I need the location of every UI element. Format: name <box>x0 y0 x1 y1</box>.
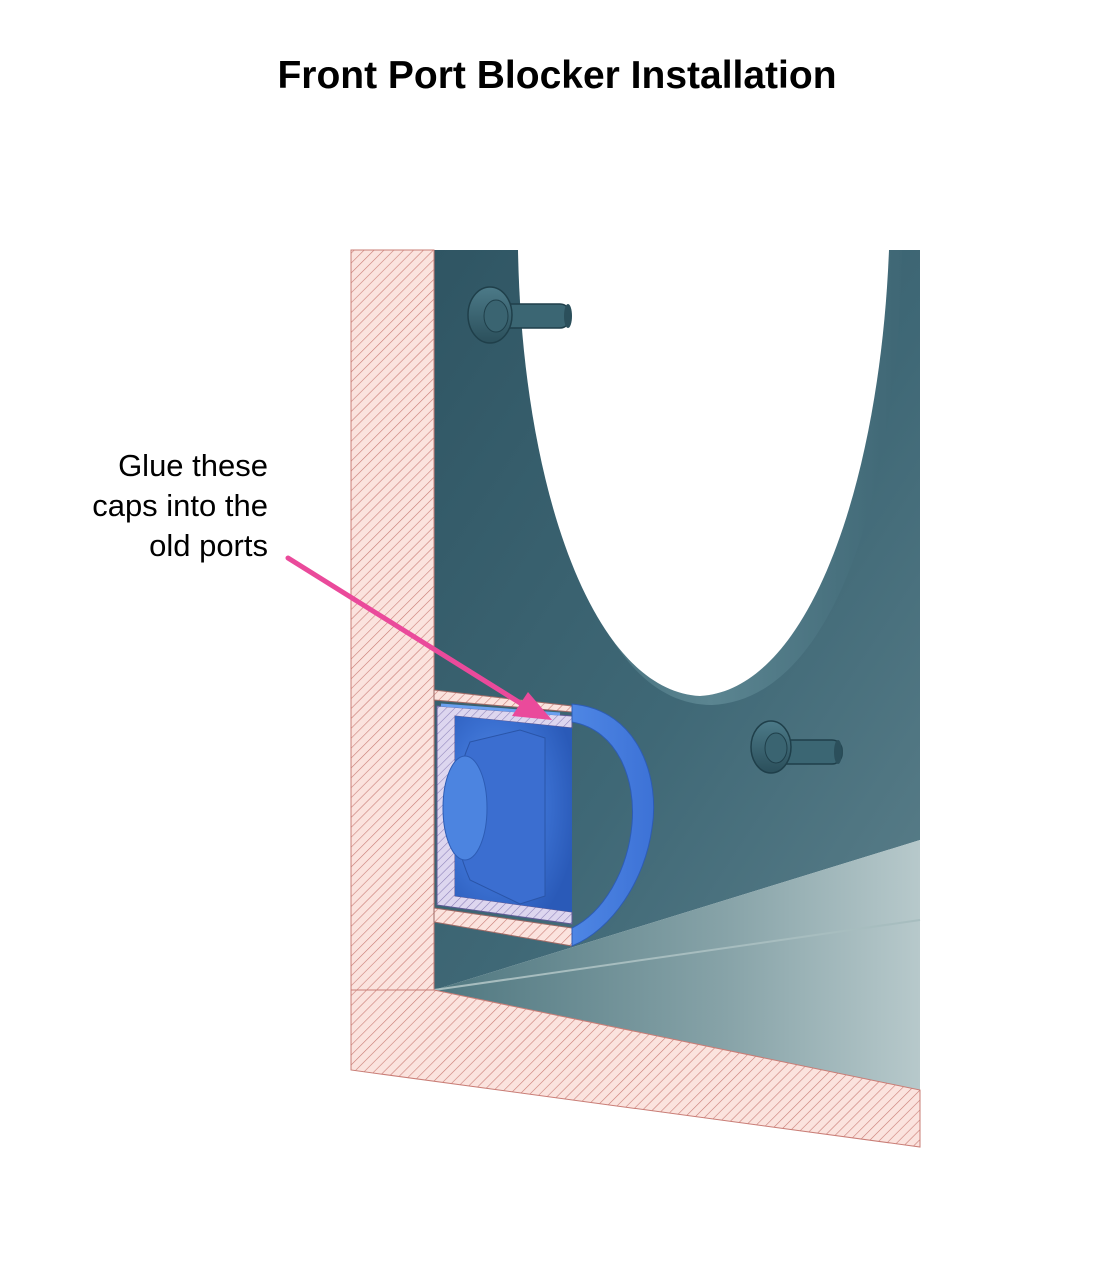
callout-line-1: Glue these <box>118 448 268 483</box>
bolt-icon <box>750 720 843 774</box>
callout-label: Glue these caps into the old ports <box>8 446 268 566</box>
callout-line-3: old ports <box>149 528 268 563</box>
cabinet-floor <box>433 840 921 1090</box>
bolt-icon <box>467 286 572 344</box>
callout-arrow-icon <box>285 555 552 720</box>
diagram-title: Front Port Blocker Installation <box>277 54 837 97</box>
callout-line-2: caps into the <box>92 488 268 523</box>
port-blocker-cap <box>436 703 655 947</box>
